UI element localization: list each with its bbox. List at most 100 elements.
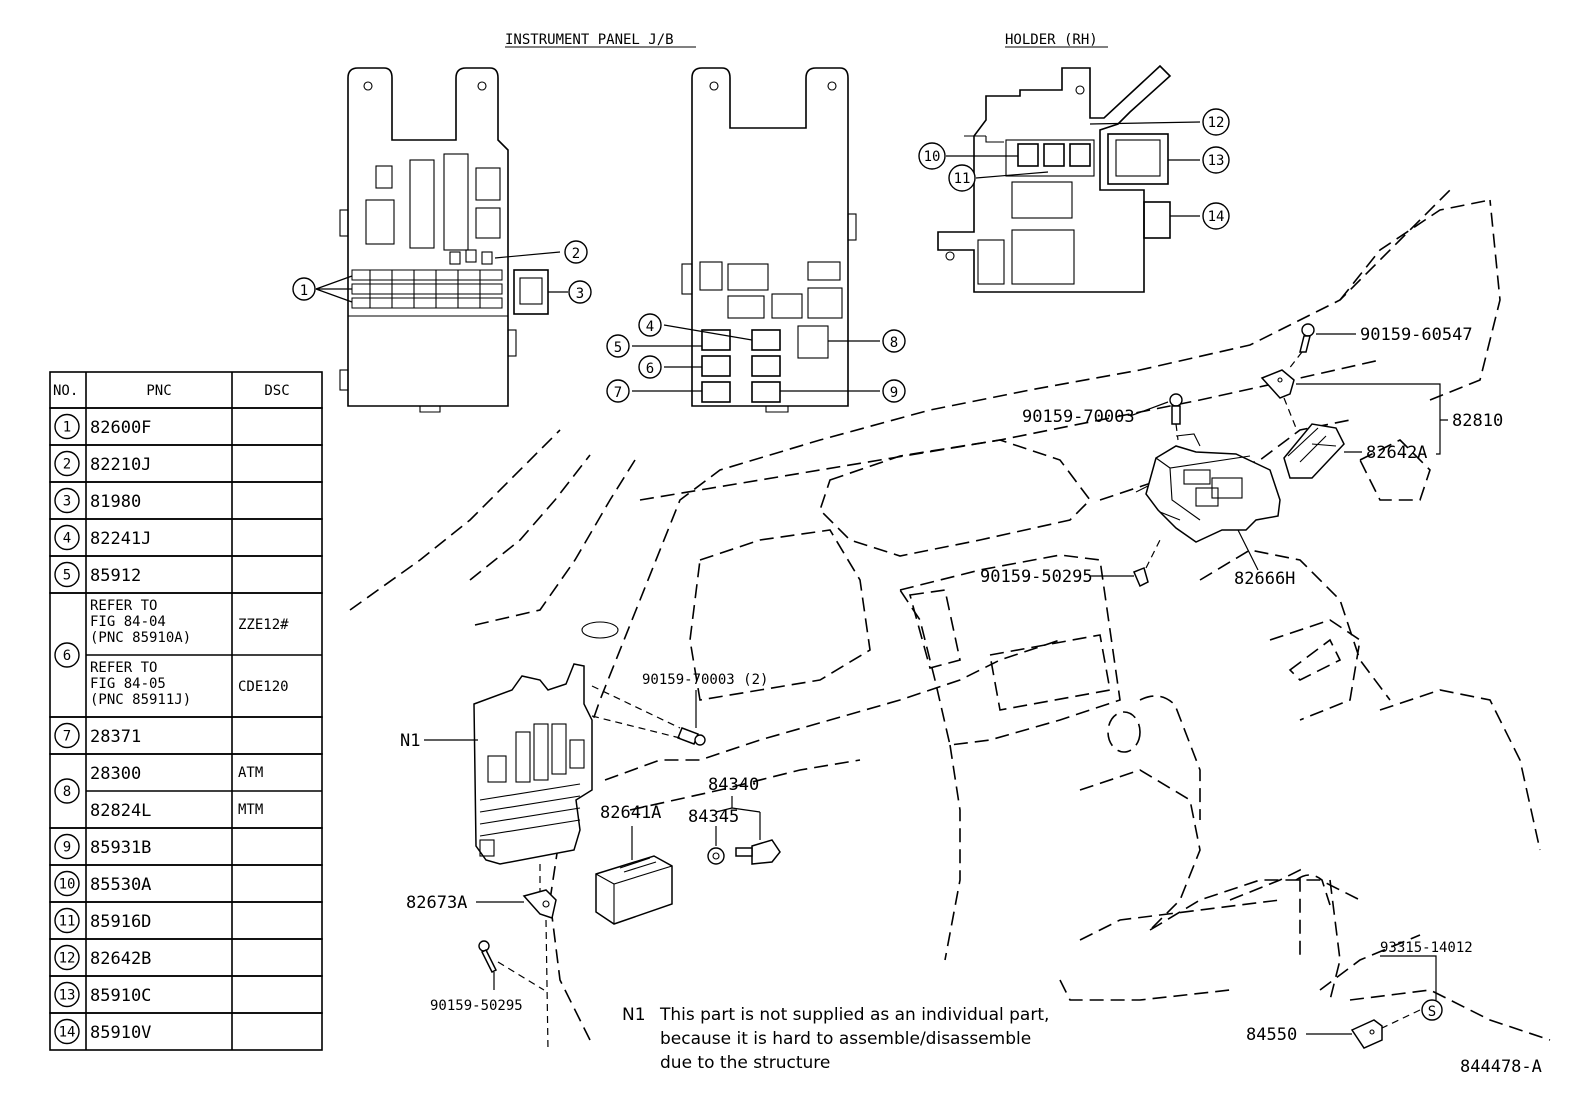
pnc-value: 82824L [90,801,151,821]
row-number: 10 [59,877,76,893]
label-84550: 84550 [1246,1025,1297,1045]
pnc-value: 85910V [90,1023,151,1043]
callout-8: 8 [882,329,906,353]
dsc-value: CDE120 [238,679,289,695]
holder-82666h [1135,433,1281,543]
svg-text:10: 10 [924,149,941,165]
label-90159-50295-mid: 90159-50295 [980,567,1093,587]
title-holder-rh: HOLDER (RH) [1005,32,1098,48]
callout-9: 9 [882,379,906,403]
svg-text:6: 6 [646,361,654,377]
callout-3: 3 [568,280,592,304]
junction-block-n1 [473,663,593,865]
clip-84550 [1350,1019,1383,1049]
label-90159-60547: 90159-60547 [1360,325,1473,345]
pnc-value: 85530A [90,875,151,895]
row-number: 13 [59,988,76,1004]
instrument-panel-outline [349,189,1551,1041]
callout-1: 1 [292,277,316,301]
row-number-circle [54,487,80,514]
pnc-value: 81980 [90,492,141,512]
dsc-value: ATM [238,765,263,781]
callout-5: 5 [606,334,630,358]
callout-7: 7 [606,379,630,403]
row-number: 4 [63,531,71,547]
row-number: 7 [63,729,71,745]
label-84340: 84340 [708,775,759,795]
svg-text:5: 5 [614,340,622,356]
label-82810: 82810 [1452,411,1503,431]
bracket-82810 [1260,369,1295,399]
label-82642a: 82642A [1366,443,1427,463]
row-number-circle [54,722,80,749]
row-number-circle [54,870,80,897]
note-line-3: due to the structure [660,1053,830,1073]
dsc-value: MTM [238,802,263,818]
pnc-value: 28371 [90,727,141,747]
label-93315-14012: 93315-14012 [1380,940,1473,956]
label-n1: N1 [400,731,420,751]
callout-10: 10 [918,142,946,170]
callout-6: 6 [638,355,662,379]
bolt-90159-50295-lower [478,940,498,974]
pnc-reference-line: FIG 84-05 [90,676,166,692]
row-number-circle [54,778,80,804]
label-90159-70003: 90159-70003 [1022,407,1135,427]
pnc-value: 85912 [90,566,141,586]
svg-text:1: 1 [300,283,308,299]
pnc-value: 82241J [90,529,151,549]
svg-text:14: 14 [1208,209,1225,225]
svg-text:3: 3 [576,286,584,302]
svg-text:8: 8 [890,335,898,351]
fuse-rows [351,269,503,309]
row-number-circle [54,524,80,551]
module-82641a [595,855,673,925]
row-number: 3 [63,494,71,510]
diagram-id: 844478-A [1460,1057,1542,1077]
label-90159-50295-low: 90159-50295 [430,998,523,1014]
row-number-circle [54,944,80,971]
pnc-value: 82210J [90,455,151,475]
svg-text:S: S [1428,1004,1436,1020]
row-number-circle [54,561,80,588]
table-header-dsc: DSC [264,383,289,399]
bolt-90159-70003-top [1169,393,1183,425]
title-instrument-panel-jb: INSTRUMENT PANEL J/B [505,32,674,48]
callout-14: 14 [1202,202,1230,230]
svg-text:13: 13 [1208,153,1225,169]
table-row [49,1012,323,1051]
clip-82673a [522,889,557,919]
junction-block-front-view [339,67,549,413]
pnc-reference-line: (PNC 85911J) [90,692,191,708]
label-82666h: 82666H [1234,569,1295,589]
pnc-value: 85910C [90,986,151,1006]
row-number-circle [54,907,80,934]
dsc-value: ZZE12# [238,617,289,633]
callout-2: 2 [564,240,588,264]
row-number: 12 [59,951,76,967]
row-number-circle [54,1018,80,1045]
pnc-reference-line: REFER TO [90,598,157,614]
switch-84340 [707,839,781,865]
label-82673a: 82673A [406,893,467,913]
svg-text:11: 11 [954,171,971,187]
row-number: 8 [63,784,71,800]
row-number-circle [54,413,80,440]
callout-4: 4 [638,313,662,337]
holder-rh-view [937,64,1172,293]
note-n1: N1 This part is not supplied as an indiv… [622,1005,1049,1073]
callout-12: 12 [1202,108,1230,136]
row-number: 14 [59,1025,76,1041]
row-number-circle [54,833,80,860]
pnc-value: 82600F [90,418,151,438]
bolt-90159-50295-mid [1133,566,1149,588]
svg-text:7: 7 [614,385,622,401]
svg-text:2: 2 [572,246,580,262]
pnc-value: 85916D [90,912,151,932]
row-number: 9 [63,840,71,856]
svg-text:4: 4 [646,319,654,335]
label-90159-70003-2: 90159-70003 (2) [642,672,768,688]
svg-text:12: 12 [1208,115,1225,131]
